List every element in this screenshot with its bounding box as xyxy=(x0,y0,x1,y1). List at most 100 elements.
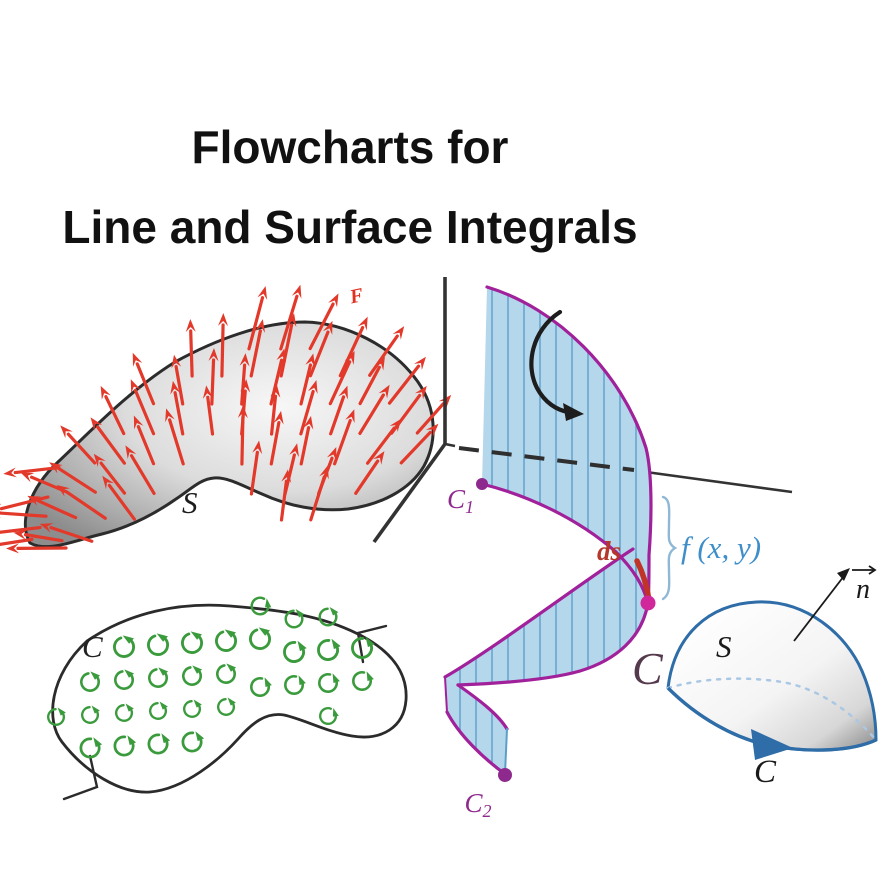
field-arrow xyxy=(390,385,427,435)
dome-surface-label-S: S xyxy=(716,629,732,664)
field-arrow xyxy=(102,475,136,521)
field-arrow xyxy=(13,529,64,543)
field-arrow xyxy=(269,384,281,436)
field-arrow xyxy=(279,469,292,522)
label-C2-main: C xyxy=(464,788,483,818)
field-arrow xyxy=(269,348,287,406)
field-arrow xyxy=(0,508,48,519)
figure-vector-field-surface: F S xyxy=(0,284,452,554)
label-C2: C2 xyxy=(464,788,491,821)
base-curve-descending-segment xyxy=(456,601,650,687)
dome-boundary-label-C: C xyxy=(754,754,777,790)
label-C1-main: C xyxy=(447,484,466,514)
dome-back-edge-dashed xyxy=(666,677,878,742)
field-arrow xyxy=(165,408,185,466)
field-arrow xyxy=(218,313,229,378)
field-arrow xyxy=(365,418,402,465)
field-arrow xyxy=(100,385,126,436)
coordinate-axes xyxy=(372,277,793,544)
slide-title: Flowcharts for Line and Surface Integral… xyxy=(62,121,637,253)
field-arrow xyxy=(0,495,50,514)
field-arrow xyxy=(308,320,333,378)
field-arrow xyxy=(249,440,263,496)
label-C1: C1 xyxy=(447,484,474,517)
field-arrow xyxy=(3,465,61,478)
figure-stokes-surface: S C n xyxy=(666,565,878,790)
vector-field-arrows xyxy=(0,284,452,554)
base-curve-C2-segment xyxy=(445,710,507,776)
x-axis xyxy=(372,442,447,544)
field-arrow xyxy=(60,425,97,465)
field-arrow xyxy=(56,485,107,520)
field-arrow xyxy=(185,319,196,378)
field-arrow xyxy=(328,350,355,406)
strip-raised-edge xyxy=(456,683,509,731)
field-arrow xyxy=(133,415,156,466)
field-arrow xyxy=(6,543,68,554)
field-arrow xyxy=(249,319,266,378)
field-arrow xyxy=(90,417,126,465)
field-arrow xyxy=(239,353,250,406)
field-arrow xyxy=(125,445,156,496)
ribbon-raised-edge xyxy=(443,547,635,679)
y-axis-far xyxy=(645,470,793,494)
field-arrow xyxy=(170,380,185,436)
field-arrow xyxy=(269,410,284,466)
curtain-middle-ribbon xyxy=(445,549,649,685)
label-curve-C: C xyxy=(632,643,664,694)
field-arrow xyxy=(358,356,385,406)
hidden-axis-dashed-line xyxy=(458,446,635,472)
tail-top-right xyxy=(356,624,388,635)
field-arrow xyxy=(132,352,156,406)
curtain-top-edge xyxy=(485,285,653,605)
field-arrow xyxy=(399,423,439,465)
field-arrow xyxy=(338,316,368,378)
field-arrow xyxy=(130,379,156,436)
tail-bottom-left xyxy=(62,754,99,801)
figure-curl-region: C xyxy=(45,592,408,801)
field-arrow xyxy=(0,537,34,548)
point-C2 xyxy=(498,768,512,782)
vector-arrow-over-n xyxy=(852,565,877,575)
surface-label-S: S xyxy=(182,485,198,520)
sample-point xyxy=(640,595,656,611)
label-ds: ds xyxy=(597,536,621,566)
field-arrow xyxy=(171,354,185,406)
field-arrow xyxy=(39,523,94,543)
field-arrow xyxy=(329,385,348,436)
field-arrow xyxy=(202,385,215,436)
field-arrow xyxy=(358,384,390,436)
strip-right-edge xyxy=(504,728,508,775)
ribbon-fold-edge xyxy=(444,676,448,713)
field-arrow xyxy=(247,286,268,351)
field-arrow xyxy=(0,525,42,535)
field-arrow xyxy=(279,313,297,378)
point-C1 xyxy=(476,478,488,490)
field-arrow xyxy=(354,451,385,495)
title-line-1: Flowcharts for xyxy=(192,121,509,173)
field-arrow xyxy=(309,465,329,522)
field-arrow xyxy=(333,409,355,466)
normal-vector-arrow xyxy=(793,568,850,642)
curl-region-label-C: C xyxy=(82,629,103,664)
field-arrow xyxy=(299,353,316,406)
title-line-2: Line and Surface Integrals xyxy=(62,201,637,253)
field-arrow xyxy=(368,326,405,377)
normal-vector-label: n xyxy=(852,565,877,605)
field-arrow xyxy=(93,453,127,495)
label-C1-sub: 1 xyxy=(465,497,474,517)
label-f-x-y: f (x, y) xyxy=(681,530,761,565)
boundary-direction-arrowhead xyxy=(751,729,793,760)
base-curve-C1-segment xyxy=(480,482,650,605)
field-arrow xyxy=(237,405,248,466)
curve-C-strokes xyxy=(443,285,653,776)
field-arrow xyxy=(308,293,339,351)
height-brace xyxy=(661,495,678,601)
label-n: n xyxy=(856,574,870,605)
field-arrow xyxy=(415,394,452,435)
field-arrow xyxy=(299,380,318,436)
field-label-F: F xyxy=(347,284,366,309)
label-C2-sub: 2 xyxy=(483,801,492,821)
closed-curve-C xyxy=(51,603,408,794)
fold-direction-arrow xyxy=(529,309,584,421)
